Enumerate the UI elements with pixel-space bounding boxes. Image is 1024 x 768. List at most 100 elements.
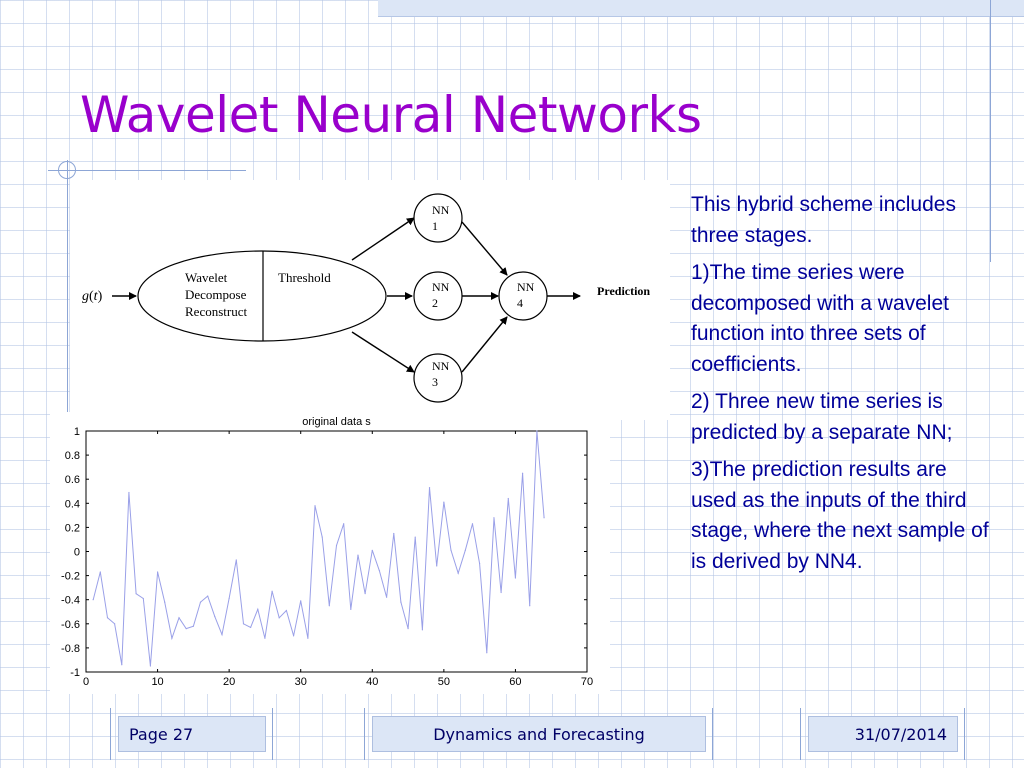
body-paragraph-intro: This hybrid scheme includes three stages…	[691, 193, 956, 247]
footer-date: 31/07/2014	[808, 716, 958, 752]
x-tick-label: 20	[223, 676, 235, 688]
data-point	[450, 549, 452, 551]
top-decorative-band	[378, 0, 1024, 17]
data-point	[199, 601, 202, 603]
x-tick-label: 70	[581, 676, 593, 688]
footer-date-text: 31/07/2014	[854, 725, 947, 744]
data-point	[257, 608, 259, 610]
y-tick-label: -1	[70, 667, 80, 679]
footer-divider	[272, 708, 273, 760]
data-point	[185, 628, 187, 630]
body-text: This hybrid scheme includes three stages…	[691, 190, 991, 584]
data-point	[300, 600, 302, 602]
data-point	[443, 501, 445, 503]
data-point	[393, 532, 395, 535]
node-nn1	[413, 193, 463, 243]
footer-divider	[964, 708, 965, 760]
node-nn3-number: 3	[432, 375, 438, 389]
x-tick-label: 50	[438, 676, 450, 688]
footer-title: Dynamics and Forecasting	[372, 716, 706, 752]
body-paragraph-stage-2: 2) Three new time series is predicted by…	[691, 390, 953, 444]
ellipse-label-wavelet: Wavelet	[185, 270, 228, 285]
y-tick-label: -0.8	[61, 643, 80, 655]
x-tick-label: 40	[366, 676, 378, 688]
diagram-svg: g(t) Wavelet Decompose Reconstruct Thres…	[82, 193, 650, 403]
data-point	[479, 562, 481, 565]
data-point	[328, 605, 330, 607]
data-point	[114, 623, 116, 625]
y-tick-label: 0.6	[65, 474, 80, 486]
arrow-nn1-to-nn4	[461, 221, 508, 276]
title-underline	[48, 170, 246, 171]
data-point	[271, 590, 273, 592]
data-point	[242, 623, 245, 625]
data-point	[514, 577, 517, 579]
data-point	[529, 605, 531, 607]
y-tick-label: -0.4	[61, 595, 80, 607]
data-point	[92, 599, 94, 601]
data-point	[386, 596, 388, 598]
data-point	[464, 549, 466, 551]
footer-title-text: Dynamics and Forecasting	[433, 725, 645, 744]
data-point	[321, 536, 323, 538]
footer-divider	[110, 708, 111, 760]
data-point	[400, 601, 402, 603]
data-point	[407, 628, 409, 630]
data-point	[207, 595, 209, 597]
data-point	[500, 591, 502, 594]
footer-divider	[800, 708, 801, 760]
x-tick-label: 0	[83, 676, 89, 688]
body-paragraph-stage-1: 1)The time series were decomposed with a…	[691, 261, 949, 376]
data-point	[149, 665, 152, 667]
arrow-to-nn3	[351, 331, 415, 373]
footer-divider	[712, 708, 713, 760]
data-point	[164, 601, 166, 603]
data-point	[307, 637, 309, 639]
data-point	[142, 597, 144, 600]
decorative-circle	[58, 161, 76, 179]
data-point	[192, 625, 194, 627]
data-series-line	[92, 430, 545, 667]
y-tick-label: 0.4	[65, 498, 80, 510]
ellipse-label-reconstruct: Reconstruct	[185, 304, 247, 319]
y-tick-label: 0.8	[65, 450, 80, 462]
y-tick-label: 1	[74, 426, 80, 438]
data-point	[357, 554, 359, 556]
x-tick-label: 10	[151, 676, 163, 688]
node-nn4-number: 4	[517, 296, 523, 310]
data-point	[171, 637, 173, 639]
data-point	[350, 608, 352, 610]
data-point	[285, 609, 287, 612]
data-point	[536, 430, 538, 432]
decorative-vertical-rule	[67, 160, 68, 460]
data-point	[250, 626, 252, 629]
slide-title: Wavelet Neural Networks	[80, 86, 702, 144]
data-point	[135, 593, 137, 595]
data-point	[457, 572, 459, 574]
input-label: g(t)	[82, 289, 103, 304]
data-point	[121, 664, 123, 666]
data-point	[428, 487, 431, 489]
arrow-nn3-to-nn4	[461, 316, 508, 373]
wavelet-ellipse	[137, 250, 387, 342]
footer-page-number: Page 27	[118, 716, 266, 752]
decorative-vertical-line	[990, 0, 991, 262]
footer-divider	[364, 708, 365, 760]
data-point	[106, 617, 109, 619]
node-nn1-number: 1	[432, 219, 438, 233]
data-point	[493, 517, 495, 519]
data-point	[421, 629, 423, 631]
data-point	[543, 517, 545, 519]
data-point	[343, 523, 345, 525]
data-point	[364, 593, 366, 595]
data-point	[178, 617, 180, 619]
node-nn2-number: 2	[432, 296, 438, 310]
footer-page-text: Page 27	[129, 725, 194, 744]
ellipse-label-decompose: Decompose	[185, 287, 247, 302]
node-nn4-label: NN	[517, 280, 535, 294]
data-point	[335, 544, 338, 547]
data-point	[521, 472, 524, 474]
